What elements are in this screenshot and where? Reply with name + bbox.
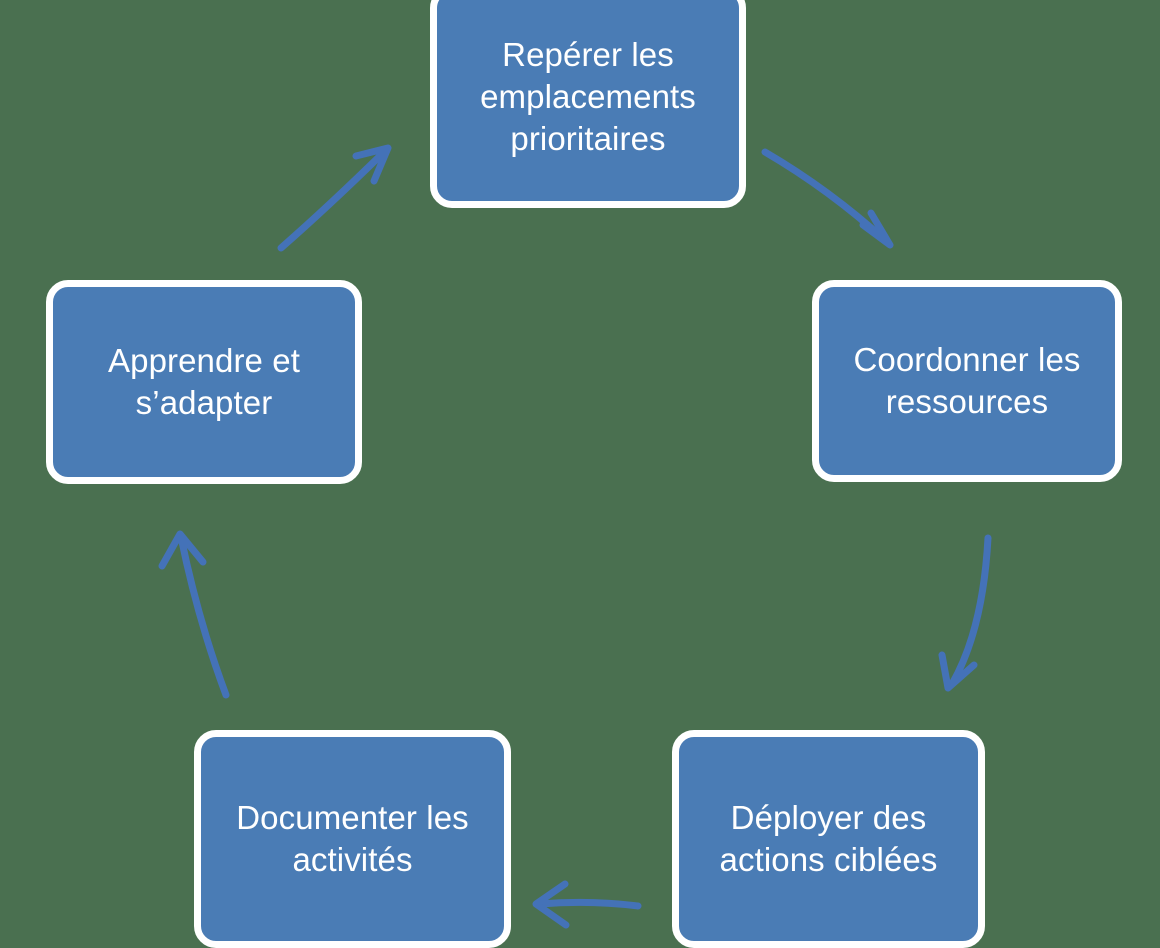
cycle-node-documenter-activites[interactable]: Documenter les activités bbox=[194, 730, 511, 948]
arrow-bottom-right-to-bottom-left bbox=[532, 880, 642, 929]
cycle-node-label: Coordonner les ressources bbox=[853, 341, 1081, 420]
cycle-node-apprendre-adapter[interactable]: Apprendre et s’adapter bbox=[46, 280, 362, 484]
cycle-node-coordonner-ressources[interactable]: Coordonner les ressources bbox=[812, 280, 1122, 482]
cycle-node-label: Apprendre et s’adapter bbox=[108, 342, 300, 421]
arrow-top-to-right bbox=[761, 148, 894, 249]
arrow-right-to-bottom-right bbox=[938, 534, 992, 692]
arrow-left-to-top bbox=[277, 144, 392, 252]
cycle-node-label: Documenter les activités bbox=[236, 799, 469, 878]
arrow-bottom-left-to-left bbox=[158, 530, 230, 699]
cycle-node-deployer-actions[interactable]: Déployer des actions ciblées bbox=[672, 730, 985, 948]
cycle-node-label: Déployer des actions ciblées bbox=[719, 799, 938, 878]
cycle-node-reperer-emplacements[interactable]: Repérer les emplacements prioritaires bbox=[430, 0, 746, 208]
cycle-node-label: Repérer les emplacements prioritaires bbox=[480, 36, 696, 157]
